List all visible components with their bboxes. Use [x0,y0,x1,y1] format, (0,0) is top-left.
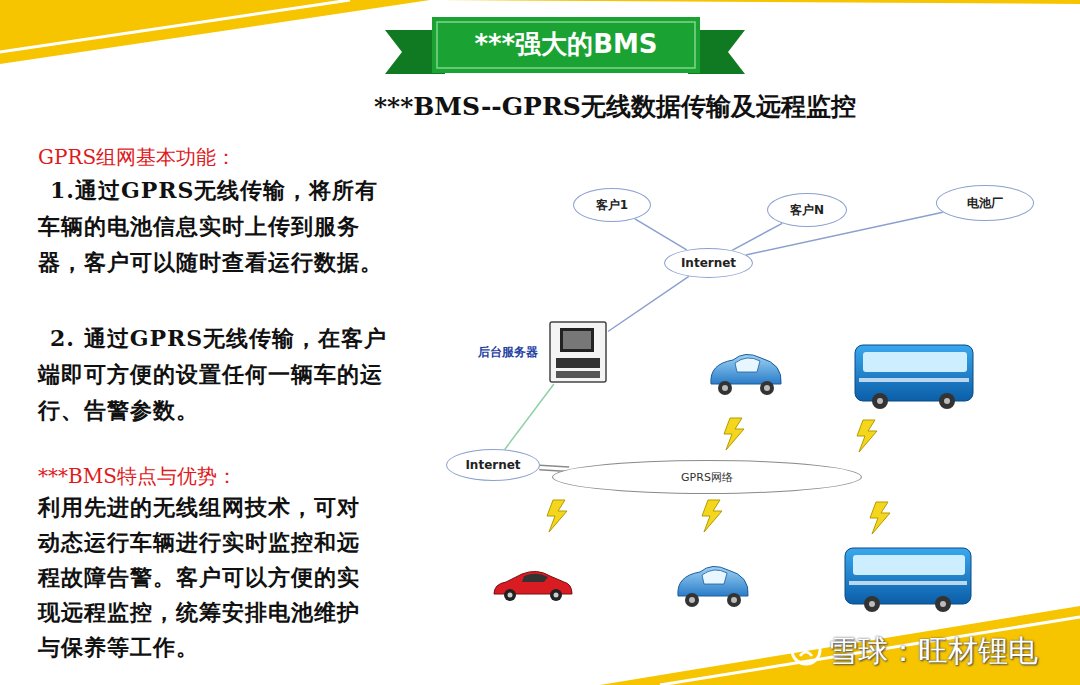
node-label: Internet [681,256,736,270]
corner-band [440,0,1080,4]
section-heading: ***BMS特点与优势： [38,463,237,490]
network-ellipse: 客户1 [573,188,651,222]
network-ellipse: Internet [664,248,753,278]
signal-bolt [702,500,722,532]
node-label: 电池厂 [967,195,1003,212]
corner-stripe [0,0,350,52]
corner-band [600,606,1080,685]
network-link [505,384,554,450]
network-link [635,219,687,250]
corner-band [0,0,430,64]
link-line [608,276,689,331]
watermark: 雪球：旺材锂电 [828,631,1038,672]
link-line [505,384,554,450]
bus [845,548,971,612]
bubble-car [678,566,748,607]
link-line [732,223,782,250]
banner-title: ***强大的BMS [432,27,700,62]
watermark-logo [792,636,820,664]
network-ellipse: 电池厂 [936,185,1034,221]
bus [855,345,973,409]
node-label: 客户1 [596,197,628,214]
network-ellipse: GPRS网络 [552,460,862,494]
computer-icon [548,320,608,384]
network-link [608,276,689,331]
network-ellipse: 客户N [767,193,847,227]
body-paragraph: 利用先进的无线组网技术，可对动态运行车辆进行实时监控和远程故障告警。客户可以方便… [38,490,378,665]
banner-ribbon [385,17,745,74]
server-label: 后台服务器 [478,344,538,361]
section-heading: GPRS组网基本功能： [38,144,236,171]
node-label: GPRS网络 [681,470,733,485]
signal-bolt [857,420,877,452]
signal-bolt [870,502,890,534]
signal-bolt [724,418,744,450]
red-sports-car [494,571,572,601]
link-core [539,468,569,470]
bubble-car [711,354,781,395]
signal-bolt [547,500,567,532]
body-paragraph: 1.通过GPRS无线传输，将所有车辆的电池信息实时上传到服务器，客户可以随时查看… [38,172,388,280]
body-paragraph: 2. 通过GPRS无线传输，在客户端即可方便的设置任何一辆车的运行、告警参数。 [38,320,388,428]
corner-stripe [660,617,1080,685]
node-label: Internet [465,458,520,472]
subtitle: ***BMS--GPRS无线数据传输及远程监控 [374,90,856,123]
link-line [635,219,687,250]
node-label: 客户N [790,202,824,219]
network-ellipse: Internet [446,449,540,481]
network-link [732,223,782,250]
server-node: 后台服务器 [548,320,608,384]
network-link [539,468,569,470]
link-line [539,468,569,470]
